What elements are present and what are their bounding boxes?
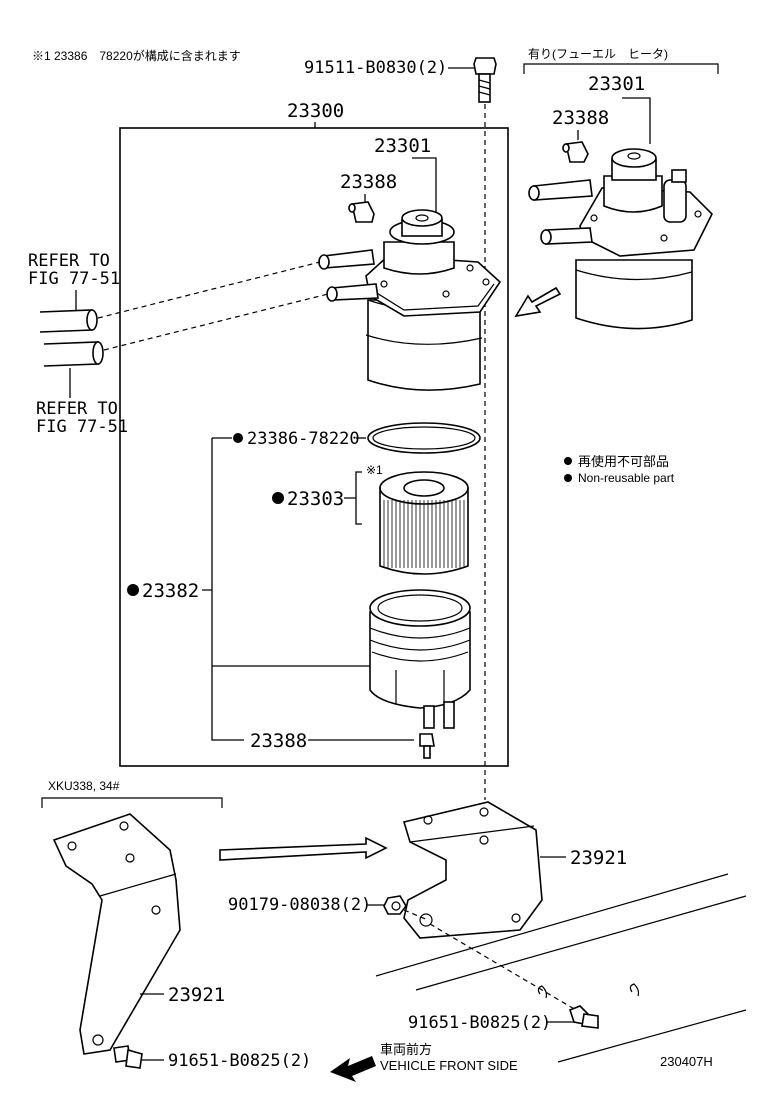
oring-icon xyxy=(367,422,481,454)
refer-upper-line2[interactable]: FIG 77-51 xyxy=(28,269,120,289)
legend-dot-en xyxy=(564,474,572,482)
bracket-variant-label: XKU338, 34# xyxy=(48,779,120,793)
leader-housing xyxy=(412,157,437,212)
assy-frame xyxy=(119,127,509,767)
dash-hose-lower xyxy=(103,293,329,351)
nut-icon xyxy=(383,895,407,915)
legend-dot-jp xyxy=(564,457,572,465)
filter-housing-drawing xyxy=(318,201,502,391)
label-bolt-right[interactable]: 91651-B0825(2) xyxy=(408,1013,551,1033)
drain-plug-icon xyxy=(419,733,435,759)
filter-element-icon xyxy=(379,471,469,575)
dash-nut xyxy=(403,909,429,921)
frame-line-1 xyxy=(375,873,729,977)
label-element[interactable]: 23303 xyxy=(287,488,344,510)
refer-lower-line2[interactable]: FIG 77-51 xyxy=(36,417,128,437)
label-drain-plug[interactable]: 23388 xyxy=(250,730,307,752)
non-reusable-dot xyxy=(233,433,243,443)
label-plug-heater[interactable]: 23388 xyxy=(552,107,609,129)
leader-element xyxy=(344,471,362,525)
front-arrow-icon xyxy=(330,1056,376,1082)
label-bolt-left[interactable]: 91651-B0825(2) xyxy=(168,1051,311,1071)
direction-en: VEHICLE FRONT SIDE xyxy=(380,1058,518,1073)
frame-line-3 xyxy=(557,1009,747,1063)
heater-variant-label: 有り(フューエル ヒータ) xyxy=(528,47,668,61)
label-nut[interactable]: 90179-08038(2) xyxy=(228,895,371,915)
label-bracket-right[interactable]: 23921 xyxy=(570,847,627,869)
element-mark: ※1 xyxy=(366,463,383,477)
label-housing[interactable]: 23301 xyxy=(374,135,431,157)
leader-case xyxy=(202,437,370,741)
heater-variant-bracket xyxy=(523,63,719,74)
direction-jp: 車両前方 xyxy=(380,1042,432,1057)
label-plug-inside[interactable]: 23388 xyxy=(340,171,397,193)
bolt-left-icon xyxy=(113,1045,143,1069)
label-bracket-left[interactable]: 23921 xyxy=(168,984,225,1006)
dash-bolt-right xyxy=(429,923,577,1011)
dash-hose-upper xyxy=(97,261,321,319)
bolt-right-icon xyxy=(569,1005,599,1029)
bracket-left-icon xyxy=(52,813,181,1055)
legend-jp: 再使用不可部品 xyxy=(578,454,669,469)
refer-lower-line1[interactable]: REFER TO xyxy=(36,399,118,419)
label-bolt-top[interactable]: 91511-B0830(2) xyxy=(304,58,447,78)
leader-housing-heater xyxy=(622,97,651,144)
note-top: ※1 23386 78220が構成に含まれます xyxy=(32,48,241,63)
non-reusable-dot xyxy=(272,492,284,504)
diagram-code: 230407H xyxy=(660,1054,713,1069)
label-case[interactable]: 23382 xyxy=(142,580,199,602)
frame-hole-1 xyxy=(537,985,548,999)
label-housing-heater[interactable]: 23301 xyxy=(588,73,645,95)
bolt-top-icon xyxy=(473,57,497,103)
hose-upper-icon xyxy=(39,309,98,333)
legend-en: Non-reusable part xyxy=(578,471,675,485)
frame-line-2 xyxy=(415,895,747,991)
arrow-heater-icon xyxy=(514,286,562,318)
label-oring[interactable]: 23386-78220 xyxy=(247,429,360,449)
label-assy[interactable]: 23300 xyxy=(287,100,344,122)
frame-hole-2 xyxy=(629,983,640,997)
hose-lower-icon xyxy=(43,341,104,367)
filter-case-icon xyxy=(369,589,471,729)
bracket-right-icon xyxy=(402,801,543,939)
bracket-variant-line xyxy=(41,797,223,808)
refer-upper-line1[interactable]: REFER TO xyxy=(28,251,110,271)
arrow-bracket-icon xyxy=(219,836,388,861)
heater-housing-drawing xyxy=(528,141,713,330)
non-reusable-dot xyxy=(127,584,139,596)
